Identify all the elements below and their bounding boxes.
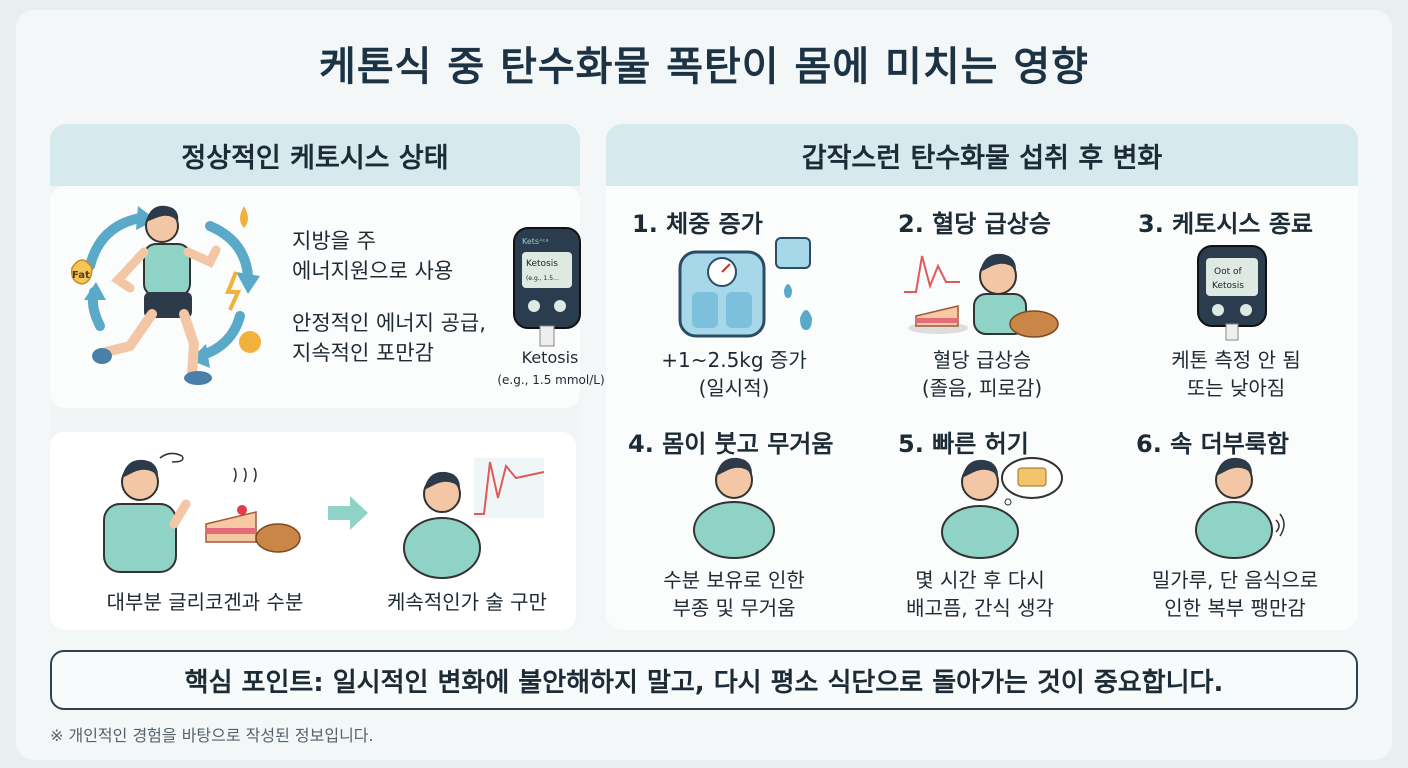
meter-screen-label: Ketosis bbox=[526, 259, 558, 269]
item-blood-sugar-title: 2. 혈당 급상승 bbox=[898, 210, 1051, 238]
runner-illustration: Fat bbox=[70, 205, 261, 385]
fat-label: Fat bbox=[72, 270, 90, 281]
item-blood-sugar-line2: (졸음, 피로감) bbox=[921, 376, 1043, 400]
item-ketosis-end-line1: 케톤 측정 안 됨 bbox=[1171, 348, 1301, 372]
key-point-banner: 핵심 포인트: 일시적인 변화에 불안해하지 말고, 다시 평소 식단으로 돌아… bbox=[50, 650, 1358, 710]
meter3-line2: Ketosis bbox=[1212, 281, 1244, 291]
item-weight-gain-line1: +1~2.5kg 증가 bbox=[661, 348, 807, 372]
item-bloating-line2: 인한 복부 팽만감 bbox=[1164, 596, 1306, 620]
hungry-person-icon bbox=[941, 457, 1063, 559]
item-weight-gain-title: 1. 체중 증가 bbox=[632, 210, 763, 238]
page-title: 케톤식 중 탄수화물 폭탄이 몸에 미치는 영향 bbox=[319, 44, 1089, 90]
item-blood-sugar-line1: 혈당 급상승 bbox=[932, 348, 1032, 372]
item-hunger-line1: 몇 시간 후 다시 bbox=[915, 568, 1045, 592]
meter-screen-sub-label: (e.g., 1.5... bbox=[526, 275, 559, 282]
stable-energy-text-1: 안정적인 에너지 공급, bbox=[292, 311, 486, 335]
item-hunger-line2: 배고픔, 간식 생각 bbox=[906, 596, 1054, 620]
item-ketosis-end-title: 3. 케토시스 종료 bbox=[1138, 210, 1314, 238]
item-swelling-title: 4. 몸이 붓고 무거움 bbox=[628, 430, 834, 458]
right-panel-header: 갑작스런 탄수화물 섭취 후 변화 bbox=[606, 124, 1358, 186]
item-swelling-line2: 부종 및 무거움 bbox=[672, 596, 796, 620]
fat-energy-text-2: 에너지원으로 사용 bbox=[292, 259, 454, 283]
ketone-meter-icon: Ketsᴬᶜᵃ Ketosis (e.g., 1.5... bbox=[513, 227, 581, 347]
bloated-stomach-icon bbox=[1195, 457, 1285, 559]
tired-person-cake-icon bbox=[904, 253, 1059, 338]
item-ketosis-end-line2: 또는 낮아짐 bbox=[1186, 376, 1286, 400]
meter-caption-sub: (e.g., 1.5 mmol/L) bbox=[497, 373, 605, 387]
item-bloating-title: 6. 속 더부룩함 bbox=[1136, 430, 1289, 458]
bloated-caption: 케속적인가 술 구만 bbox=[387, 590, 547, 614]
scale-icon bbox=[678, 237, 812, 338]
stable-energy-text-2: 지속적인 포만감 bbox=[292, 341, 434, 365]
swollen-person-icon bbox=[693, 457, 775, 559]
meter-caption: Ketosis bbox=[521, 348, 579, 367]
left-panel-header: 정상적인 케토시스 상태 bbox=[50, 124, 580, 186]
item-bloating-line1: 밀가루, 단 음식으로 bbox=[1151, 568, 1319, 592]
item-swelling-line1: 수분 보유로 인한 bbox=[663, 568, 805, 592]
bloated-person-chart-illustration bbox=[403, 458, 545, 579]
meter3-line1: Oot of bbox=[1214, 267, 1242, 277]
item-hunger-title: 5. 빠른 허기 bbox=[898, 430, 1029, 458]
glycogen-caption: 대부분 글리코겐과 수분 bbox=[106, 590, 304, 614]
footnote: ※ 개인적인 경험을 바탕으로 작성된 정보입니다. bbox=[50, 726, 374, 745]
arrow-right-icon bbox=[328, 496, 368, 530]
meter-brand-label: Ketsᴬᶜᵃ bbox=[522, 237, 549, 246]
item-weight-gain-line2: (일시적) bbox=[698, 376, 770, 400]
fat-energy-text-1: 지방을 주 bbox=[292, 229, 376, 253]
ketone-meter-out-icon: Oot of Ketosis bbox=[1197, 245, 1267, 341]
person-with-cake-illustration bbox=[103, 452, 301, 573]
